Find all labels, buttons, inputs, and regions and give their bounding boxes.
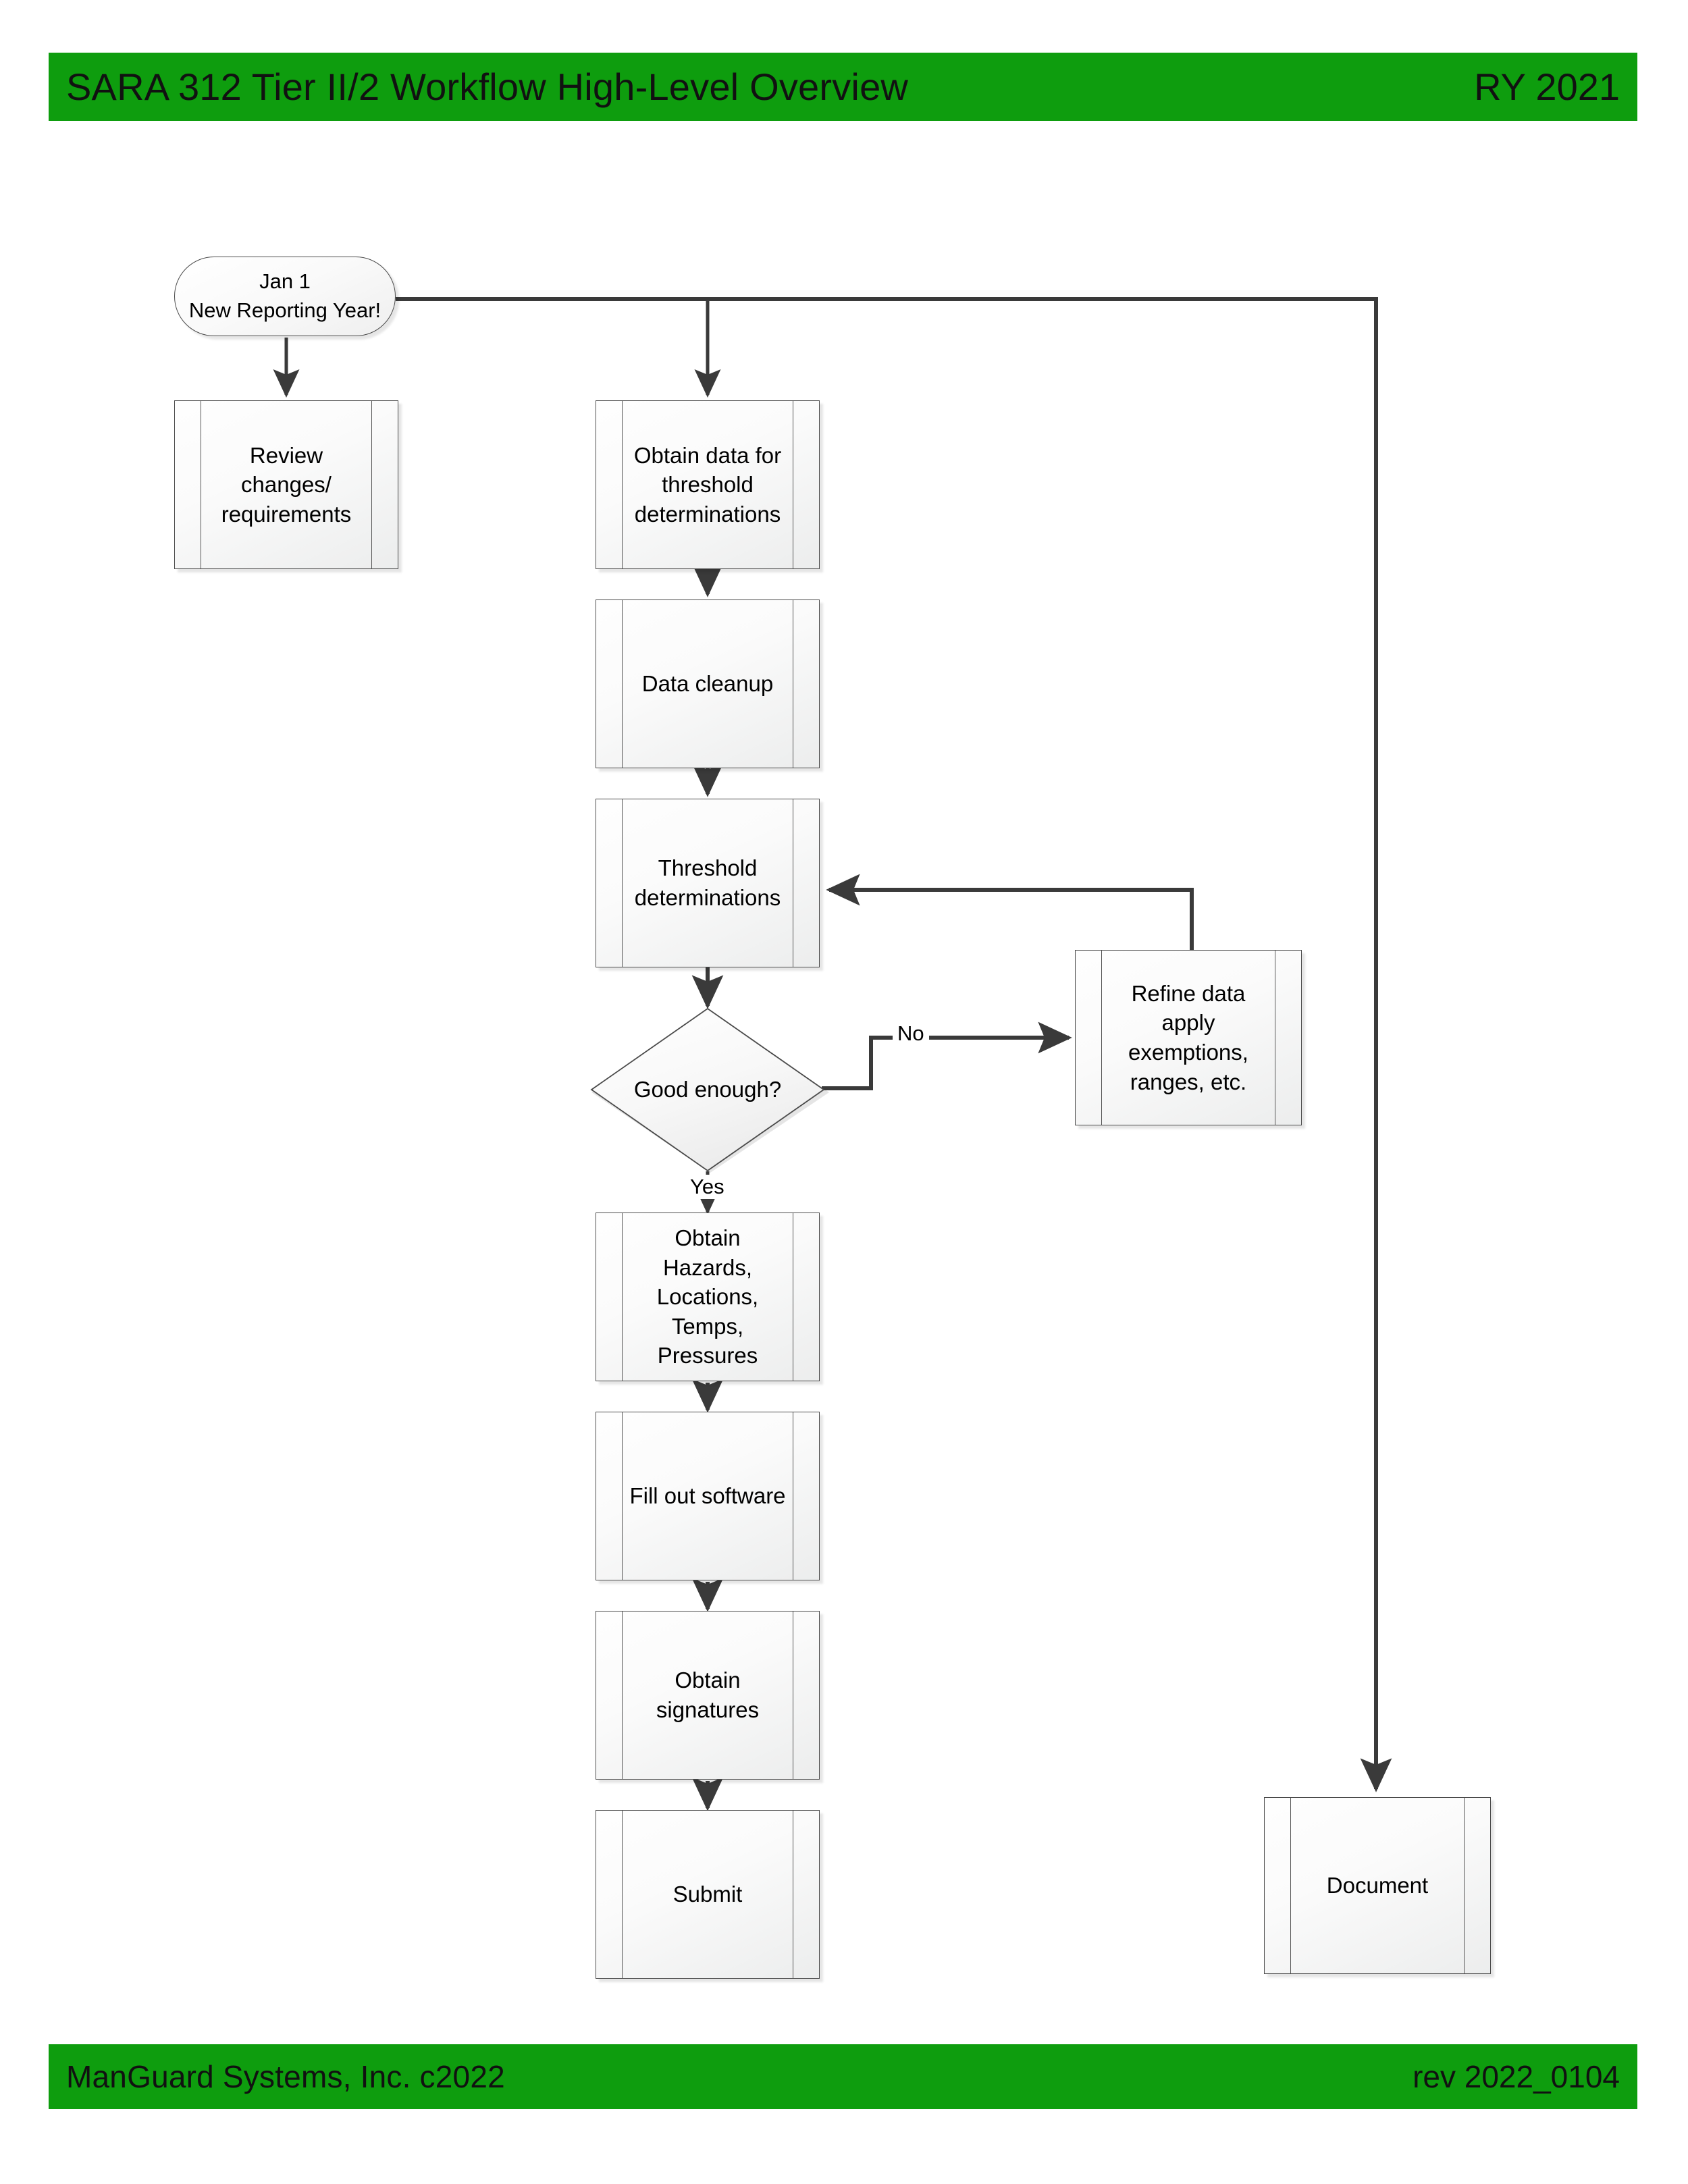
proc-left-bar xyxy=(1290,1798,1291,1973)
node-refine-data[interactable]: Refine data apply exemptions, ranges, et… xyxy=(1075,950,1302,1125)
proc-left-bar xyxy=(622,401,623,568)
node-good-enough-label: Good enough? xyxy=(633,1077,782,1102)
proc-right-bar xyxy=(1464,1798,1465,1973)
proc-left-bar xyxy=(622,1412,623,1580)
node-threshold-determinations-label: Threshold determinations xyxy=(634,855,781,910)
proc-right-bar xyxy=(371,401,372,568)
footer-revision-label: rev 2022_0104 xyxy=(1413,2059,1620,2094)
proc-left-bar xyxy=(622,600,623,768)
edge-label-no: No xyxy=(893,1021,929,1046)
node-document-label: Document xyxy=(1326,1873,1429,1898)
node-data-cleanup[interactable]: Data cleanup xyxy=(596,600,820,768)
node-fill-out-software-label: Fill out software xyxy=(629,1483,786,1509)
proc-left-bar xyxy=(622,1612,623,1779)
reporting-year-label: RY 2021 xyxy=(1474,65,1620,108)
node-good-enough-decision[interactable]: Good enough? xyxy=(589,1006,829,1173)
node-review-changes[interactable]: Review changes/ requirements xyxy=(174,400,398,569)
node-obtain-signatures[interactable]: Obtain signatures xyxy=(596,1611,820,1780)
node-refine-data-label: Refine data apply exemptions, ranges, et… xyxy=(1128,980,1248,1094)
edge-label-yes: Yes xyxy=(685,1175,729,1199)
node-start-label: Jan 1 New Reporting Year! xyxy=(188,269,381,322)
node-data-cleanup-label: Data cleanup xyxy=(641,671,774,697)
proc-left-bar xyxy=(622,1213,623,1381)
footer-company-label: ManGuard Systems, Inc. c2022 xyxy=(66,2059,505,2094)
node-document[interactable]: Document xyxy=(1264,1797,1491,1974)
node-obtain-hazards-label: Obtain Hazards, Locations, Temps, Pressu… xyxy=(656,1225,759,1368)
node-obtain-data[interactable]: Obtain data for threshold determinations xyxy=(596,400,820,569)
node-review-changes-label: Review changes/ requirements xyxy=(221,442,352,527)
proc-left-bar xyxy=(622,799,623,967)
diamond-shape xyxy=(590,1007,829,1173)
page-title: SARA 312 Tier II/2 Workflow High-Level O… xyxy=(66,65,909,108)
node-obtain-hazards[interactable]: Obtain Hazards, Locations, Temps, Pressu… xyxy=(596,1213,820,1381)
header-banner: SARA 312 Tier II/2 Workflow High-Level O… xyxy=(49,53,1637,121)
node-obtain-signatures-label: Obtain signatures xyxy=(656,1668,760,1722)
node-submit[interactable]: Submit xyxy=(596,1810,820,1979)
node-threshold-determinations[interactable]: Threshold determinations xyxy=(596,799,820,967)
node-fill-out-software[interactable]: Fill out software xyxy=(596,1412,820,1580)
node-obtain-data-label: Obtain data for threshold determinations xyxy=(633,442,782,527)
footer-banner: ManGuard Systems, Inc. c2022 rev 2022_01… xyxy=(49,2044,1637,2109)
edge-decision-no-to-refine xyxy=(822,1021,1072,1090)
proc-left-bar xyxy=(1101,951,1102,1125)
node-start-new-reporting-year[interactable]: Jan 1 New Reporting Year! xyxy=(174,257,396,336)
edge-refine-to-threshold xyxy=(826,874,1194,950)
proc-left-bar xyxy=(622,1811,623,1978)
node-submit-label: Submit xyxy=(672,1882,743,1907)
